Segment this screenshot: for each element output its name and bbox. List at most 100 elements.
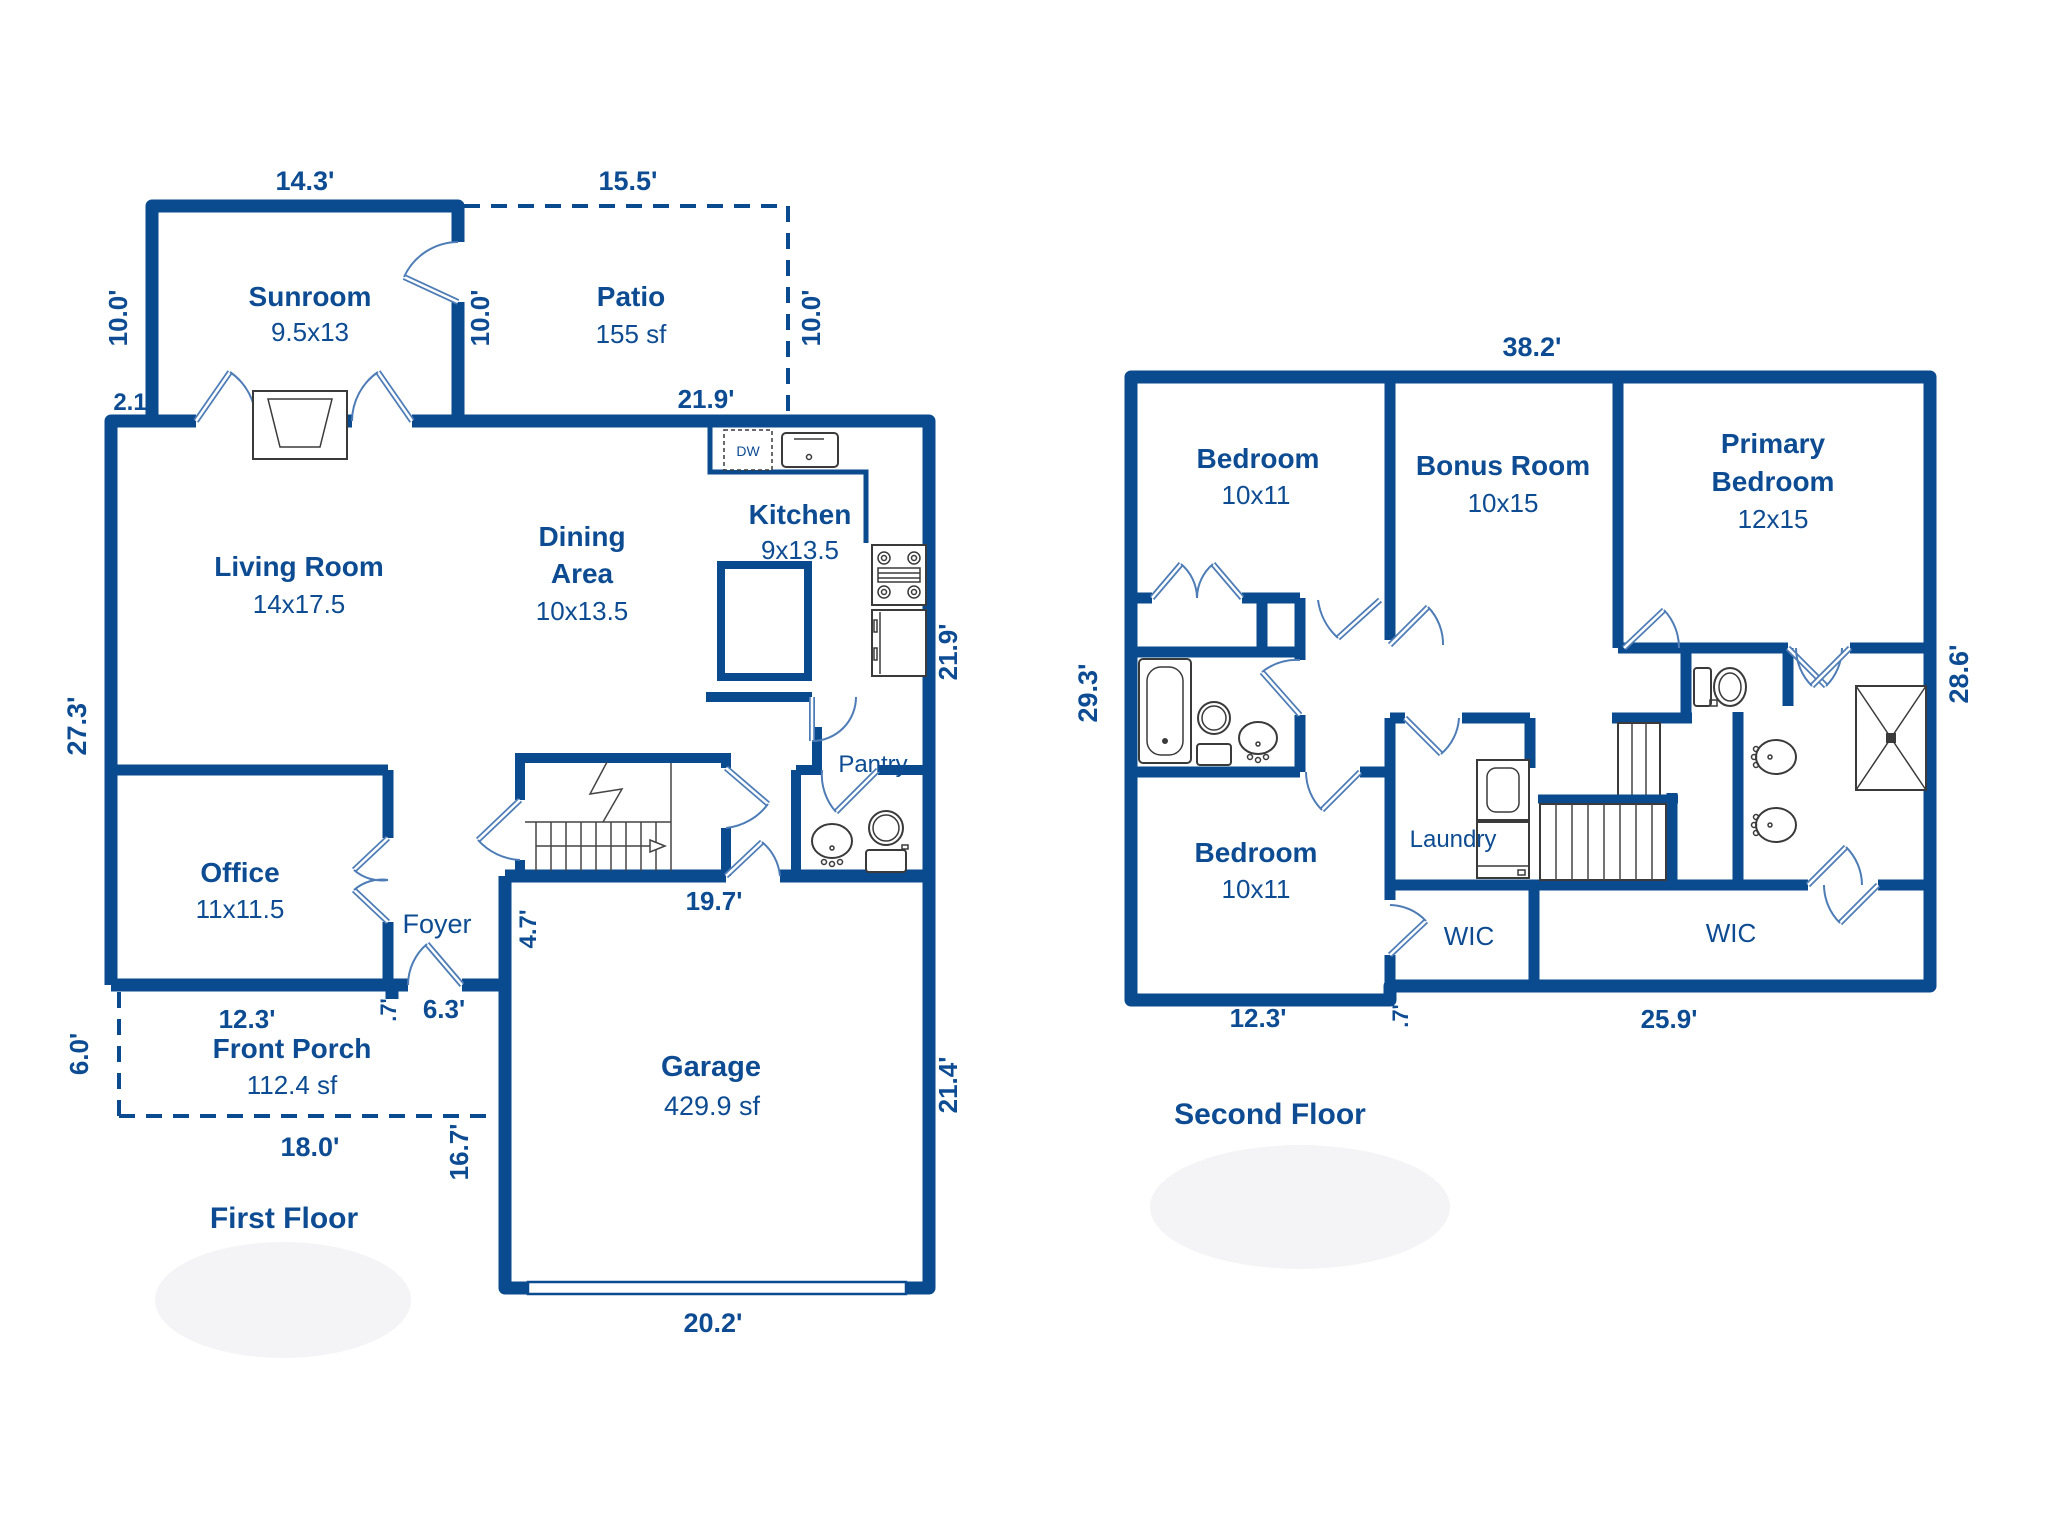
bathtub-fixture bbox=[1138, 658, 1192, 764]
dim-sunroom-right: 10.0' bbox=[465, 290, 495, 347]
bedroom-upper-entry-door bbox=[1317, 597, 1383, 641]
dim-sf-right: 28.6' bbox=[1944, 645, 1974, 704]
dim-porch-top: 12.3' bbox=[219, 1004, 276, 1034]
primary-bedroom-label-line1: Primary bbox=[1721, 428, 1826, 459]
first-floor-plan: DW bbox=[62, 166, 963, 1338]
laundry-label: Laundry bbox=[1410, 826, 1497, 853]
patio-area: 155 sf bbox=[596, 319, 668, 349]
hall-bath-door bbox=[1259, 658, 1303, 717]
garage-entry-door bbox=[723, 839, 781, 879]
living-room-label: Living Room bbox=[214, 551, 384, 582]
kitchen-island bbox=[717, 561, 812, 681]
laundry-door bbox=[1402, 715, 1460, 757]
watermark-blob-first-floor bbox=[155, 1242, 411, 1358]
dim-sf-top: 38.2' bbox=[1503, 332, 1562, 362]
sunroom-dims: 9.5x13 bbox=[271, 317, 349, 347]
pantry-label: Pantry bbox=[838, 751, 907, 778]
second-floor-title: Second Floor bbox=[1174, 1098, 1366, 1131]
dim-patio-top: 15.5' bbox=[599, 166, 658, 196]
staircase bbox=[525, 761, 672, 871]
bonus-room-entry-door bbox=[1387, 604, 1445, 648]
bonus-room-label: Bonus Room bbox=[1416, 450, 1590, 481]
dishwasher-fixture: DW bbox=[723, 429, 773, 471]
primary-entry-door bbox=[1621, 607, 1681, 651]
sunroom-patio-door bbox=[402, 241, 460, 305]
garage-door bbox=[526, 1280, 908, 1296]
dim-kitchen-right: 21.9' bbox=[933, 624, 963, 681]
dim-sf-bottom-left: 12.3' bbox=[1230, 1003, 1287, 1033]
patio-label: Patio bbox=[597, 281, 665, 312]
kitchen-sink-fixture bbox=[781, 432, 839, 468]
upper-staircase bbox=[1538, 722, 1678, 881]
stair-break-line bbox=[588, 761, 624, 823]
primary-bedroom-dims: 12x15 bbox=[1738, 504, 1809, 534]
stair-left-door bbox=[475, 797, 523, 861]
powder-sink-fixture bbox=[811, 823, 853, 868]
front-porch-label: Front Porch bbox=[213, 1033, 372, 1064]
dim-main-top: 21.9' bbox=[678, 384, 735, 414]
primary-toilet-fixture bbox=[1693, 667, 1747, 707]
stair-right-door bbox=[724, 765, 770, 829]
dim-garage-bottom: 20.2' bbox=[684, 1308, 743, 1338]
pantry-door bbox=[809, 696, 857, 742]
dim-sf-bottom-stub: .7' bbox=[1388, 1004, 1413, 1028]
dim-sunroom-top: 14.3' bbox=[276, 166, 335, 196]
dim-sunroom-left: 10.0' bbox=[103, 290, 133, 347]
wic-small-label: WIC bbox=[1444, 921, 1495, 951]
bedroom-lower-label: Bedroom bbox=[1195, 837, 1318, 868]
stove-fixture bbox=[871, 544, 927, 606]
shower-fixture bbox=[1855, 685, 1927, 791]
dim-porch-side: 6.0' bbox=[64, 1033, 94, 1075]
garage-left-wall bbox=[498, 876, 528, 1295]
garage-label: Garage bbox=[661, 1051, 761, 1083]
hall-bath-sink-fixture bbox=[1238, 721, 1278, 764]
dim-garage-top: 19.7' bbox=[686, 886, 743, 916]
bonus-room-dims: 10x15 bbox=[1468, 488, 1539, 518]
watermark-blob-second-floor bbox=[1150, 1145, 1450, 1269]
bedroom-lower-entry-door bbox=[1305, 769, 1363, 813]
foyer-label: Foyer bbox=[402, 909, 471, 939]
sunroom-left-door bbox=[193, 370, 257, 423]
closet-double-door bbox=[1149, 562, 1245, 600]
dim-porch-bottom: 18.0' bbox=[281, 1132, 340, 1162]
front-porch-area: 112.4 sf bbox=[247, 1070, 338, 1100]
dim-patio-right: 10.0' bbox=[796, 290, 826, 347]
front-door bbox=[407, 942, 465, 987]
outer-wall-northwest bbox=[104, 199, 465, 985]
wic-large-door bbox=[1805, 844, 1881, 926]
dim-sf-bottom-right: 25.9' bbox=[1641, 1004, 1698, 1034]
bedroom-lower-dims: 10x11 bbox=[1222, 874, 1291, 904]
sunroom-right-door bbox=[351, 370, 415, 423]
kitchen-dims: 9x13.5 bbox=[761, 535, 839, 565]
fireplace-fixture bbox=[252, 390, 348, 460]
dim-garage-left: 16.7' bbox=[444, 1124, 474, 1181]
bedroom-upper-label: Bedroom bbox=[1197, 443, 1320, 474]
dishwasher-label: DW bbox=[736, 443, 760, 459]
dim-sf-left: 29.3' bbox=[1073, 664, 1103, 723]
wic-small-door bbox=[1387, 904, 1429, 958]
primary-sink-1-fixture bbox=[1750, 739, 1797, 775]
wic-large-label: WIC bbox=[1706, 918, 1757, 948]
hall-bath-toilet-fixture bbox=[1196, 701, 1232, 766]
dining-dims: 10x13.5 bbox=[536, 596, 629, 626]
primary-bath-entry-door bbox=[1785, 645, 1853, 689]
dim-garage-right: 21.4' bbox=[933, 1057, 963, 1114]
dim-stair-side: 4.7' bbox=[515, 909, 542, 948]
dim-left-wall: 27.3' bbox=[62, 697, 92, 756]
primary-bedroom-label-line2: Bedroom bbox=[1712, 466, 1835, 497]
sunroom-label: Sunroom bbox=[249, 281, 372, 312]
dim-left-jog: 2.1 bbox=[113, 389, 146, 416]
office-label: Office bbox=[200, 857, 279, 888]
garage-area: 429.9 sf bbox=[664, 1091, 761, 1121]
second-floor-plan: 38.2' Bedroom 10x11 Bonus Room 10x15 Pri… bbox=[1073, 332, 1974, 1131]
office-double-door bbox=[351, 835, 391, 925]
washer-dryer-fixture bbox=[1476, 759, 1530, 879]
kitchen-label: Kitchen bbox=[749, 499, 852, 530]
dining-label-line1: Dining bbox=[538, 521, 625, 552]
dim-door-stub: .7' bbox=[376, 998, 401, 1022]
dining-label-line2: Area bbox=[551, 558, 614, 589]
outer-wall-east bbox=[458, 414, 936, 1295]
kitchen-counter-edge bbox=[707, 427, 869, 543]
